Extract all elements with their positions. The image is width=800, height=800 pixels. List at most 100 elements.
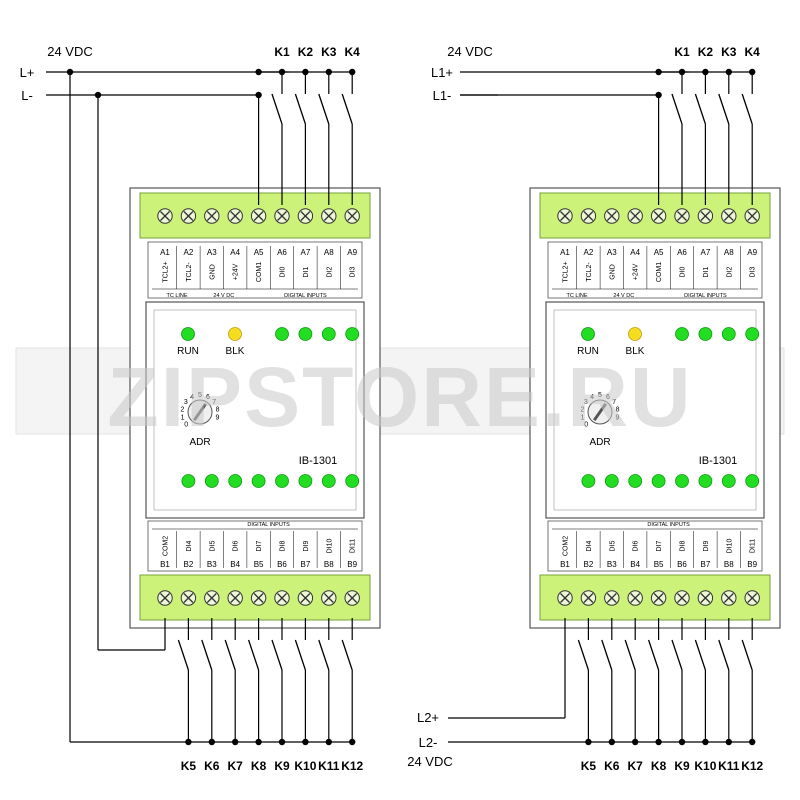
line2-negative-label: L2-: [419, 735, 438, 750]
bottom-signal-label: DI11: [350, 539, 357, 553]
supply-label: 24 VDC: [447, 44, 493, 59]
blk-led: [228, 327, 242, 341]
bottom-terminal-id: B7: [301, 560, 311, 569]
top-signal-label: DI2: [726, 266, 733, 277]
contact-K1-blade: [271, 93, 283, 125]
group-label: DIGITAL INPUTS: [247, 522, 290, 528]
bottom-signal-label: DI11: [750, 539, 757, 553]
screw-slot: [323, 211, 334, 221]
screw-slot: [230, 593, 241, 603]
bottom-label-strip: [147, 520, 363, 572]
line2-positive-label: L2+: [417, 710, 439, 725]
bottom-terminal-id: B3: [207, 560, 217, 569]
contact-K9-blade: [671, 639, 683, 671]
contact-K3-blade: [318, 93, 330, 125]
panel-left: A1TCL2+A2TCL2-A3GNDA4+24VA5COM1A6DI0A7DI…: [20, 44, 381, 773]
top-terminal-id: A8: [724, 248, 734, 257]
input-led: [275, 474, 289, 488]
contact-label-bottom: K11: [718, 759, 740, 773]
junction-dot: [655, 91, 662, 99]
screw-slot: [677, 211, 687, 221]
dial-digit: 4: [590, 394, 594, 401]
bottom-label-strip: [547, 520, 763, 572]
input-led: [251, 474, 266, 488]
contact-label-top: K4: [345, 45, 361, 59]
dial-digit: 2: [580, 406, 584, 413]
top-terminal-id: A3: [207, 248, 217, 257]
group-label: DIGITAL INPUTS: [684, 293, 727, 299]
dial-digit: 9: [616, 414, 620, 421]
input-led: [675, 327, 689, 341]
screw-slot: [583, 593, 594, 603]
adr-label: ADR: [189, 437, 210, 448]
watermark-text: ZIPSTORE.RU: [107, 350, 692, 444]
bottom-terminal-id: B5: [654, 560, 664, 569]
screw-slot: [560, 211, 570, 221]
screw-slot: [277, 211, 287, 221]
bottom-signal-label: COM2: [163, 536, 170, 556]
dial-digit: 1: [181, 414, 185, 421]
contact-label-top: K1: [274, 45, 290, 59]
bottom-terminal-id: B4: [230, 560, 240, 569]
bottom-terminal-id: B6: [277, 560, 287, 569]
dial-digit: 7: [612, 399, 616, 406]
top-terminal-id: A9: [747, 248, 757, 257]
input-led: [721, 327, 736, 341]
contact-label-bottom: K8: [251, 759, 267, 773]
top-signal-label: TCL2-: [186, 262, 193, 282]
screw-slot: [723, 211, 734, 221]
top-signal-label: GND: [209, 264, 216, 280]
contact-label-top: K2: [298, 45, 314, 59]
contact-K8-blade: [247, 639, 260, 671]
bottom-signal-label: DI5: [609, 540, 616, 551]
screw-slot: [723, 593, 734, 603]
line-negative-label: L-: [21, 88, 33, 103]
contact-label-bottom: K7: [228, 759, 244, 773]
input-led: [181, 474, 196, 488]
input-led: [628, 474, 643, 488]
contact-K5-blade: [577, 639, 590, 671]
screw-slot: [677, 593, 687, 603]
contact-label-top: K4: [745, 45, 761, 59]
screw-slot: [630, 211, 641, 221]
blk-led: [628, 327, 642, 341]
contact-K2-blade: [694, 93, 707, 125]
screw-slot: [183, 211, 194, 221]
contact-K11-blade: [318, 639, 330, 671]
bottom-signal-label: DI6: [633, 540, 640, 551]
input-led: [345, 474, 360, 488]
contact-label-top: K3: [321, 45, 337, 59]
screw-slot: [160, 593, 170, 603]
contact-K9-blade: [271, 639, 283, 671]
top-terminal-id: A6: [277, 248, 287, 257]
top-signal-label: DI2: [326, 266, 333, 277]
bottom-terminal-id: B6: [677, 560, 687, 569]
top-signal-label: TCL2+: [563, 261, 570, 282]
contact-label-bottom: K9: [274, 759, 290, 773]
bottom-terminal-id: B2: [584, 560, 594, 569]
screw-slot: [230, 211, 241, 221]
input-led: [745, 327, 760, 341]
top-label-strip: [547, 241, 763, 299]
bottom-signal-label: DI7: [656, 540, 663, 551]
top-terminal-id: A5: [654, 248, 664, 257]
contact-K7-blade: [224, 639, 236, 671]
panel-right: A1TCL2+A2TCL2-A3GNDA4+24VA5COM1A6DI0A7DI…: [407, 44, 781, 773]
group-label: DIGITAL INPUTS: [284, 293, 327, 299]
input-led: [698, 474, 713, 488]
model-label: IB-1301: [299, 455, 338, 467]
top-signal-label: DI0: [280, 266, 287, 277]
input-led: [321, 327, 336, 341]
contact-K12-blade: [341, 639, 353, 671]
contact-label-top: K2: [698, 45, 714, 59]
top-terminal-id: A6: [677, 248, 687, 257]
bottom-signal-label: DI6: [233, 540, 240, 551]
contact-K10-blade: [694, 639, 707, 671]
bottom-signal-label: DI10: [726, 539, 733, 554]
bottom-terminal-id: B8: [724, 560, 734, 569]
bottom-terminal-id: B9: [347, 560, 357, 569]
group-label: 24 V DC: [213, 293, 234, 299]
line-positive-label: L1+: [431, 65, 453, 80]
dial-digit: 4: [190, 394, 194, 401]
bottom-signal-label: DI4: [586, 540, 593, 551]
